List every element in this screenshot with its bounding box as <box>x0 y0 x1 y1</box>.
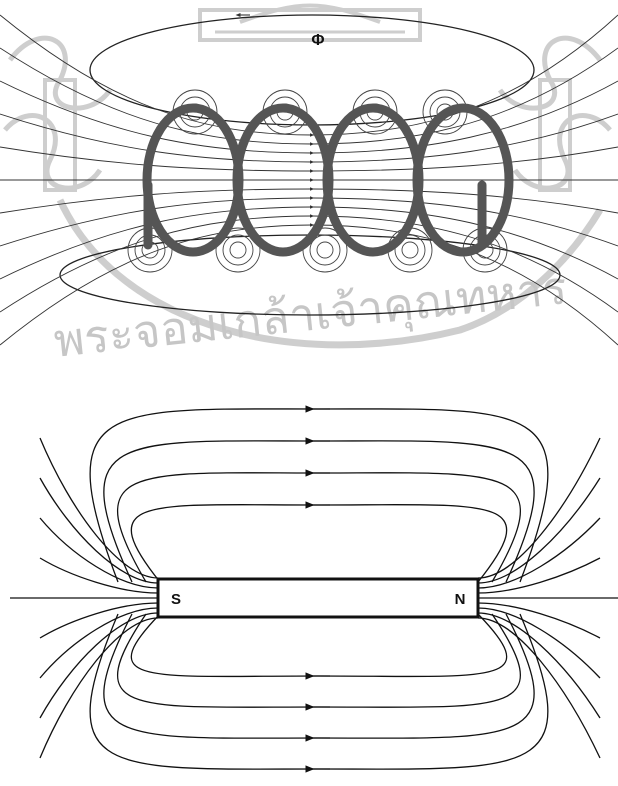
pole-fan-line <box>40 618 158 758</box>
field-line-lower <box>90 614 548 769</box>
field-line-lower <box>131 614 506 676</box>
pole-fan-line <box>40 558 158 593</box>
wire-field-circle <box>317 242 333 258</box>
field-line-lower <box>118 614 521 707</box>
bar-magnet <box>158 579 478 617</box>
north-pole-label: N <box>455 591 466 608</box>
pole-fan-line <box>478 608 600 678</box>
pole-fan-line <box>40 603 158 638</box>
wire-field-circle <box>223 235 253 265</box>
solenoid-field-line <box>0 147 618 171</box>
pole-fan-line <box>40 438 158 578</box>
pole-fan-line <box>478 618 600 758</box>
field-line-upper <box>118 473 521 582</box>
wire-field-circle <box>402 242 418 258</box>
bar-magnet-diagram: S N <box>10 409 618 769</box>
field-line-upper <box>131 505 506 582</box>
pole-fan-line <box>478 518 600 588</box>
flux-symbol: Φ <box>311 32 324 49</box>
field-line-upper <box>104 441 534 582</box>
field-line-upper <box>90 409 548 582</box>
south-pole-label: S <box>171 591 181 608</box>
wire-field-circle <box>230 242 246 258</box>
solenoid-field-line <box>0 189 618 213</box>
